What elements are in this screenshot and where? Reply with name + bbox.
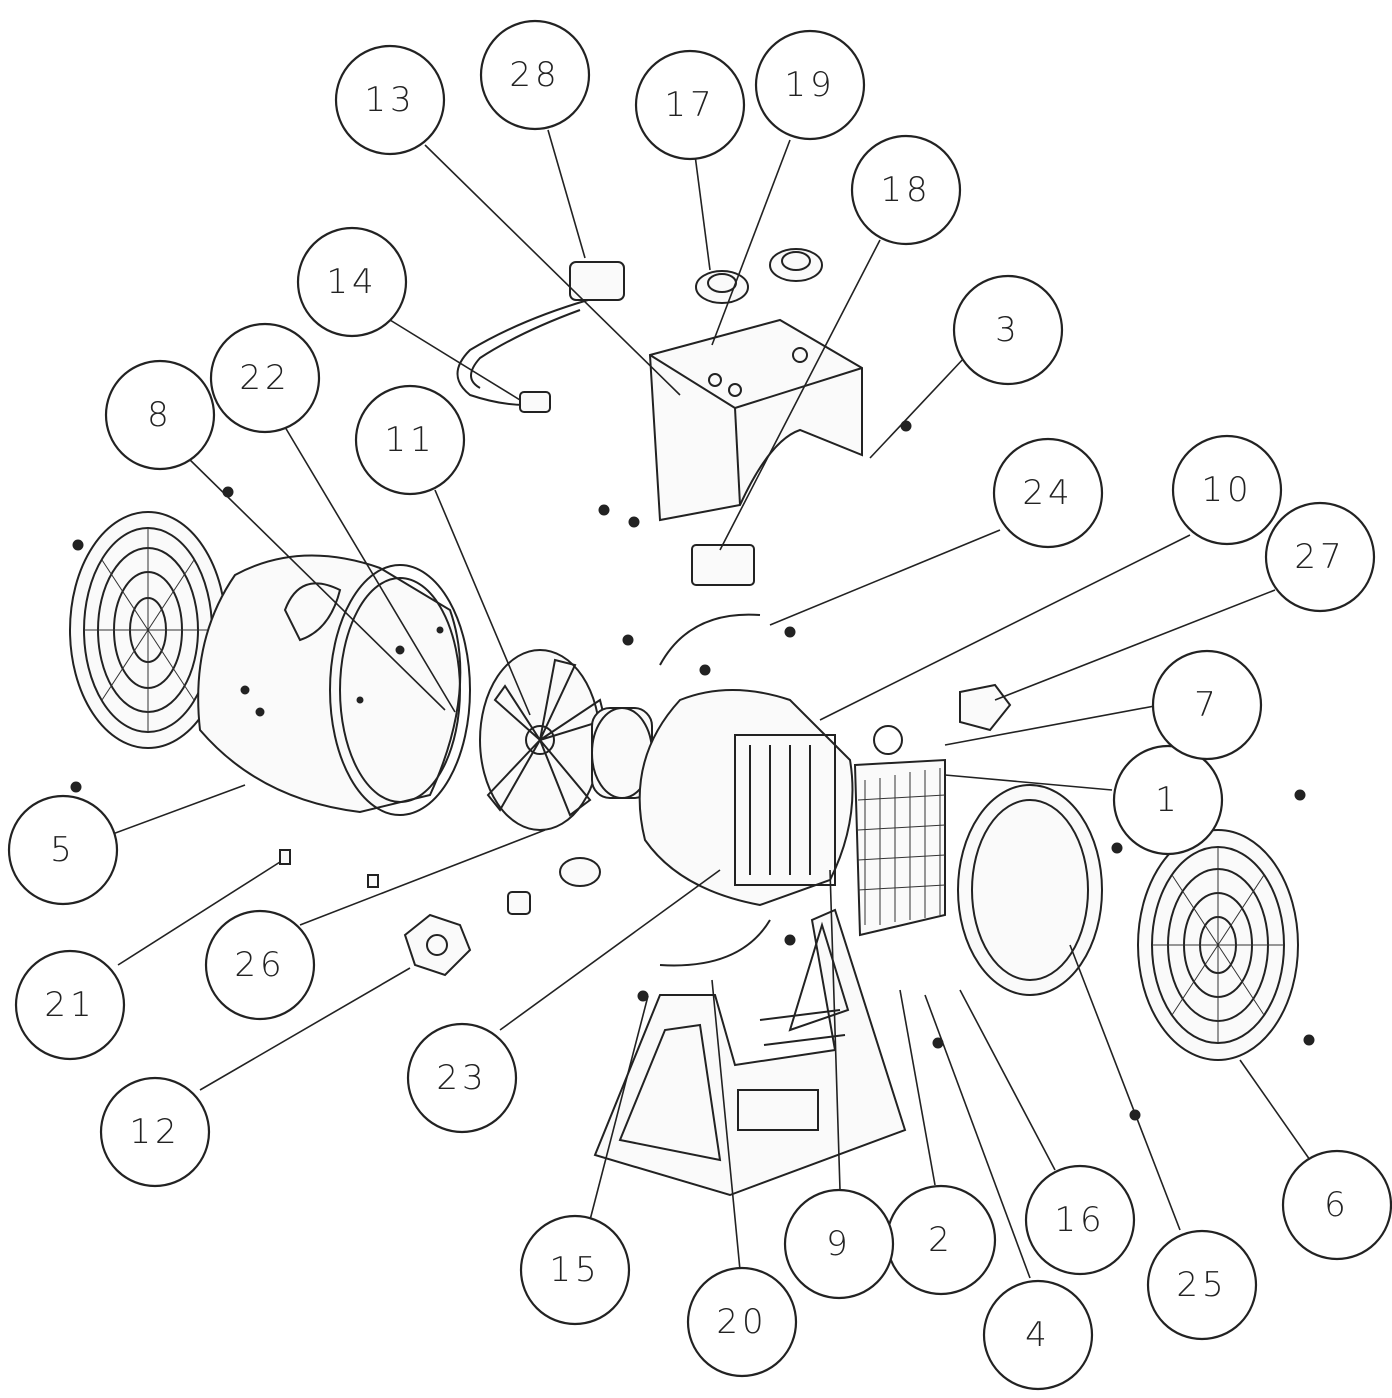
callout-13-label: 13 — [364, 80, 415, 120]
callout-20-label: 20 — [716, 1302, 767, 1342]
housing-cylinder — [197, 554, 471, 816]
callout-2-label: 2 — [928, 1220, 954, 1260]
callout-5: 5 — [7, 794, 119, 906]
callout-20: 20 — [686, 1266, 798, 1378]
callout-26: 26 — [204, 909, 316, 1021]
callout-7: 7 — [1151, 649, 1263, 761]
front-ring — [957, 784, 1103, 996]
callout-13: 13 — [334, 44, 446, 156]
callout-12-label: 12 — [129, 1112, 180, 1152]
callout-9: 9 — [783, 1188, 895, 1300]
power-cord — [456, 261, 625, 413]
callout-18: 18 — [850, 134, 962, 246]
callout-1: 1 — [1112, 744, 1224, 856]
callout-22-label: 22 — [239, 358, 290, 398]
callout-6-label: 6 — [1324, 1185, 1350, 1225]
callout-23: 23 — [406, 1022, 518, 1134]
thermostat — [873, 683, 1012, 755]
callout-16-label: 16 — [1054, 1200, 1105, 1240]
right-grille — [1137, 829, 1299, 1061]
callout-19: 19 — [754, 29, 866, 141]
callout-21-label: 21 — [44, 985, 95, 1025]
callout-14: 14 — [296, 226, 408, 338]
center-frame — [638, 689, 854, 907]
callout-10: 10 — [1171, 434, 1283, 546]
callout-3: 3 — [952, 274, 1064, 386]
cables — [659, 613, 771, 967]
callout-5-label: 5 — [50, 830, 76, 870]
callout-6: 6 — [1281, 1149, 1392, 1261]
callout-14-label: 14 — [326, 262, 377, 302]
callout-15-label: 15 — [549, 1250, 600, 1290]
callout-22: 22 — [209, 322, 321, 434]
callout-8-label: 8 — [147, 395, 173, 435]
callout-8: 8 — [104, 359, 216, 471]
small-parts — [279, 849, 601, 977]
leader-lines — [109, 129, 1311, 1279]
callout-17: 17 — [634, 49, 746, 161]
callout-7-label: 7 — [1194, 685, 1220, 725]
callout-19-label: 19 — [784, 65, 835, 105]
callout-1-label: 1 — [1155, 780, 1181, 820]
control-box — [648, 318, 863, 522]
callout-24: 24 — [992, 437, 1104, 549]
callout-11: 11 — [354, 384, 466, 496]
screws — [70, 420, 1315, 1121]
heating-element — [853, 758, 946, 937]
callout-4: 4 — [982, 1279, 1094, 1391]
callout-3-label: 3 — [995, 310, 1021, 350]
callout-28-label: 28 — [509, 55, 560, 95]
callout-25: 25 — [1146, 1229, 1258, 1341]
callout-9-label: 9 — [826, 1224, 852, 1264]
callout-11-label: 11 — [384, 420, 435, 460]
callout-26-label: 26 — [234, 945, 285, 985]
callout-4-label: 4 — [1025, 1315, 1051, 1355]
callout-12: 12 — [99, 1076, 211, 1188]
callout-23-label: 23 — [436, 1058, 487, 1098]
callout-28: 28 — [479, 19, 591, 131]
callout-27-label: 27 — [1294, 537, 1345, 577]
callout-17-label: 17 — [664, 85, 715, 125]
callout-25-label: 25 — [1176, 1265, 1227, 1305]
callout-16: 16 — [1024, 1164, 1136, 1276]
callout-27: 27 — [1264, 501, 1376, 613]
callout-18-label: 18 — [880, 170, 931, 210]
callout-24-label: 24 — [1022, 473, 1073, 513]
callout-15: 15 — [519, 1214, 631, 1326]
callout-10-label: 10 — [1201, 470, 1252, 510]
callout-2: 2 — [885, 1184, 997, 1296]
switch-box — [691, 544, 755, 586]
knobs — [695, 248, 823, 304]
base-stand — [593, 908, 907, 1197]
fan-blade — [479, 649, 607, 831]
callout-21: 21 — [14, 949, 126, 1061]
